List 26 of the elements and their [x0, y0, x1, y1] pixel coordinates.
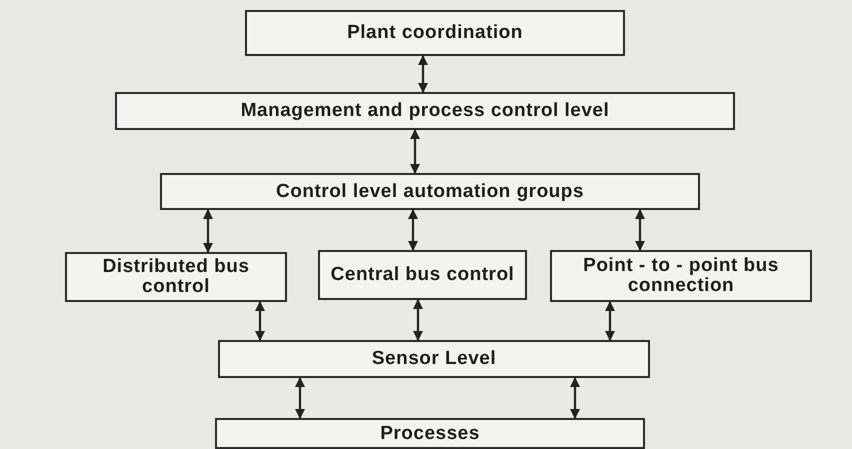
- double-arrow: [413, 299, 423, 341]
- double-arrow: [635, 209, 645, 251]
- box-label: Central bus control: [330, 265, 514, 285]
- process-box: [215, 418, 645, 449]
- double-arrow: [605, 301, 615, 341]
- double-arrow: [408, 209, 418, 251]
- process-box: [115, 92, 735, 130]
- box-label: Point - to - point bus connection: [582, 256, 780, 296]
- double-arrow: [255, 301, 265, 341]
- double-arrow: [203, 209, 213, 253]
- box-label: Control level automation groups: [276, 182, 584, 202]
- box-label: Management and process control level: [240, 101, 610, 121]
- box-label: Processes: [380, 424, 480, 444]
- process-box: [65, 252, 287, 302]
- box-label: Sensor Level: [372, 349, 496, 369]
- process-box: [160, 173, 700, 210]
- double-arrow: [570, 377, 580, 419]
- box-label: Plant coordination: [347, 23, 523, 43]
- process-box: [318, 250, 527, 300]
- process-box: [218, 340, 650, 378]
- double-arrow: [410, 129, 420, 174]
- double-arrow: [418, 55, 428, 93]
- box-label: Distributed bus control: [102, 257, 250, 297]
- double-arrow: [295, 377, 305, 419]
- process-box: [245, 10, 625, 56]
- process-box: [550, 250, 812, 302]
